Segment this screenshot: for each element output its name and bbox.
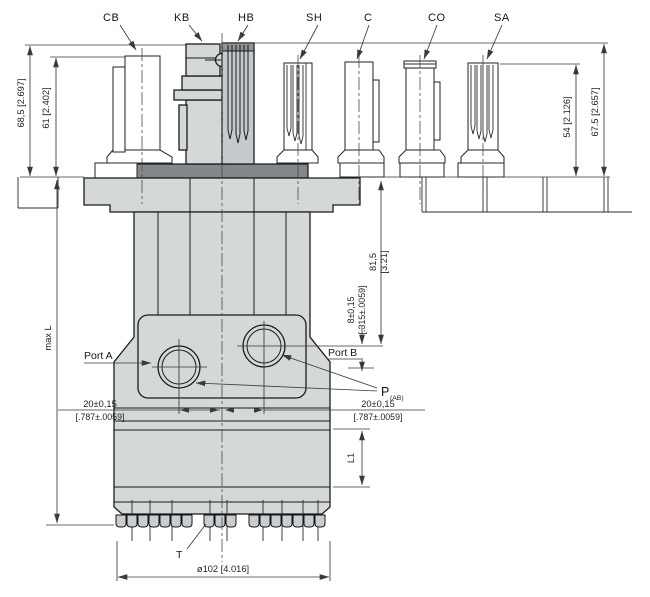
- dim-left-inner: 61 [2.402]: [41, 87, 51, 128]
- shaft-option-sa: [457, 62, 505, 178]
- port-b-label: Port B: [328, 347, 357, 359]
- label-cb: CB: [103, 12, 119, 24]
- housing-top-band: [134, 163, 309, 179]
- centerlines: [141, 33, 484, 562]
- shaft-option-cb: [94, 55, 173, 179]
- label-sh: SH: [306, 12, 322, 24]
- dim-l1: L1: [346, 453, 356, 463]
- label-co: CO: [428, 12, 446, 24]
- c-leader: [356, 24, 370, 60]
- pab-leader-2: [281, 354, 378, 389]
- t-label: T: [176, 549, 183, 561]
- dim-8-in: [.315±.0059]: [357, 286, 367, 335]
- dim-81-5-mm: 81,5: [368, 253, 378, 271]
- shaft-option-sh: [276, 62, 319, 164]
- sa-leader: [486, 24, 503, 60]
- label-hb: HB: [238, 12, 254, 24]
- hb-leader: [237, 24, 249, 42]
- t-leader: [186, 523, 207, 550]
- dim-right-outer: 67.5 [2.657]: [590, 87, 600, 136]
- sh-leader: [299, 24, 319, 60]
- label-c: C: [364, 12, 372, 24]
- pab-leader-1: [195, 380, 378, 392]
- co-leader: [423, 24, 438, 60]
- shaft-option-co: [398, 60, 446, 178]
- dim-right-inner: 54 [2.126]: [562, 96, 572, 137]
- dim-portb-center-mm: 20±0,15: [361, 399, 395, 409]
- dim-porta-center-mm: 20±0,15: [83, 399, 117, 409]
- shaft-kb-keyed: [173, 43, 238, 165]
- label-kb: KB: [174, 12, 190, 24]
- dim-portb-center-in: [.787±.0059]: [354, 412, 403, 422]
- bolt-row: [115, 514, 326, 528]
- pab-label: P: [381, 385, 389, 399]
- port-a-label: Port A: [84, 350, 113, 362]
- dim-8-mm: 8±0,15: [346, 296, 356, 323]
- dim-porta-center-in: [.787±.0059]: [76, 412, 125, 422]
- shaft-option-c: [337, 61, 385, 178]
- dimension-lines: [20, 24, 610, 581]
- pab-subscript: (AB): [390, 395, 404, 402]
- shaft-hb-splined: [221, 42, 255, 165]
- dim-max-l: max L: [43, 325, 53, 350]
- dim-left-outer: 68,5 [2.697]: [16, 78, 26, 127]
- label-sa: SA: [494, 12, 510, 24]
- dim-diameter: ø102 [4.016]: [197, 564, 249, 574]
- dim-81-5-in: [3.21]: [379, 250, 389, 273]
- labels: CB KB HB SH C CO SA 68,5 [2.697] 61 [2.4…: [16, 12, 600, 574]
- cb-leader: [119, 24, 137, 51]
- kb-leader: [188, 24, 203, 42]
